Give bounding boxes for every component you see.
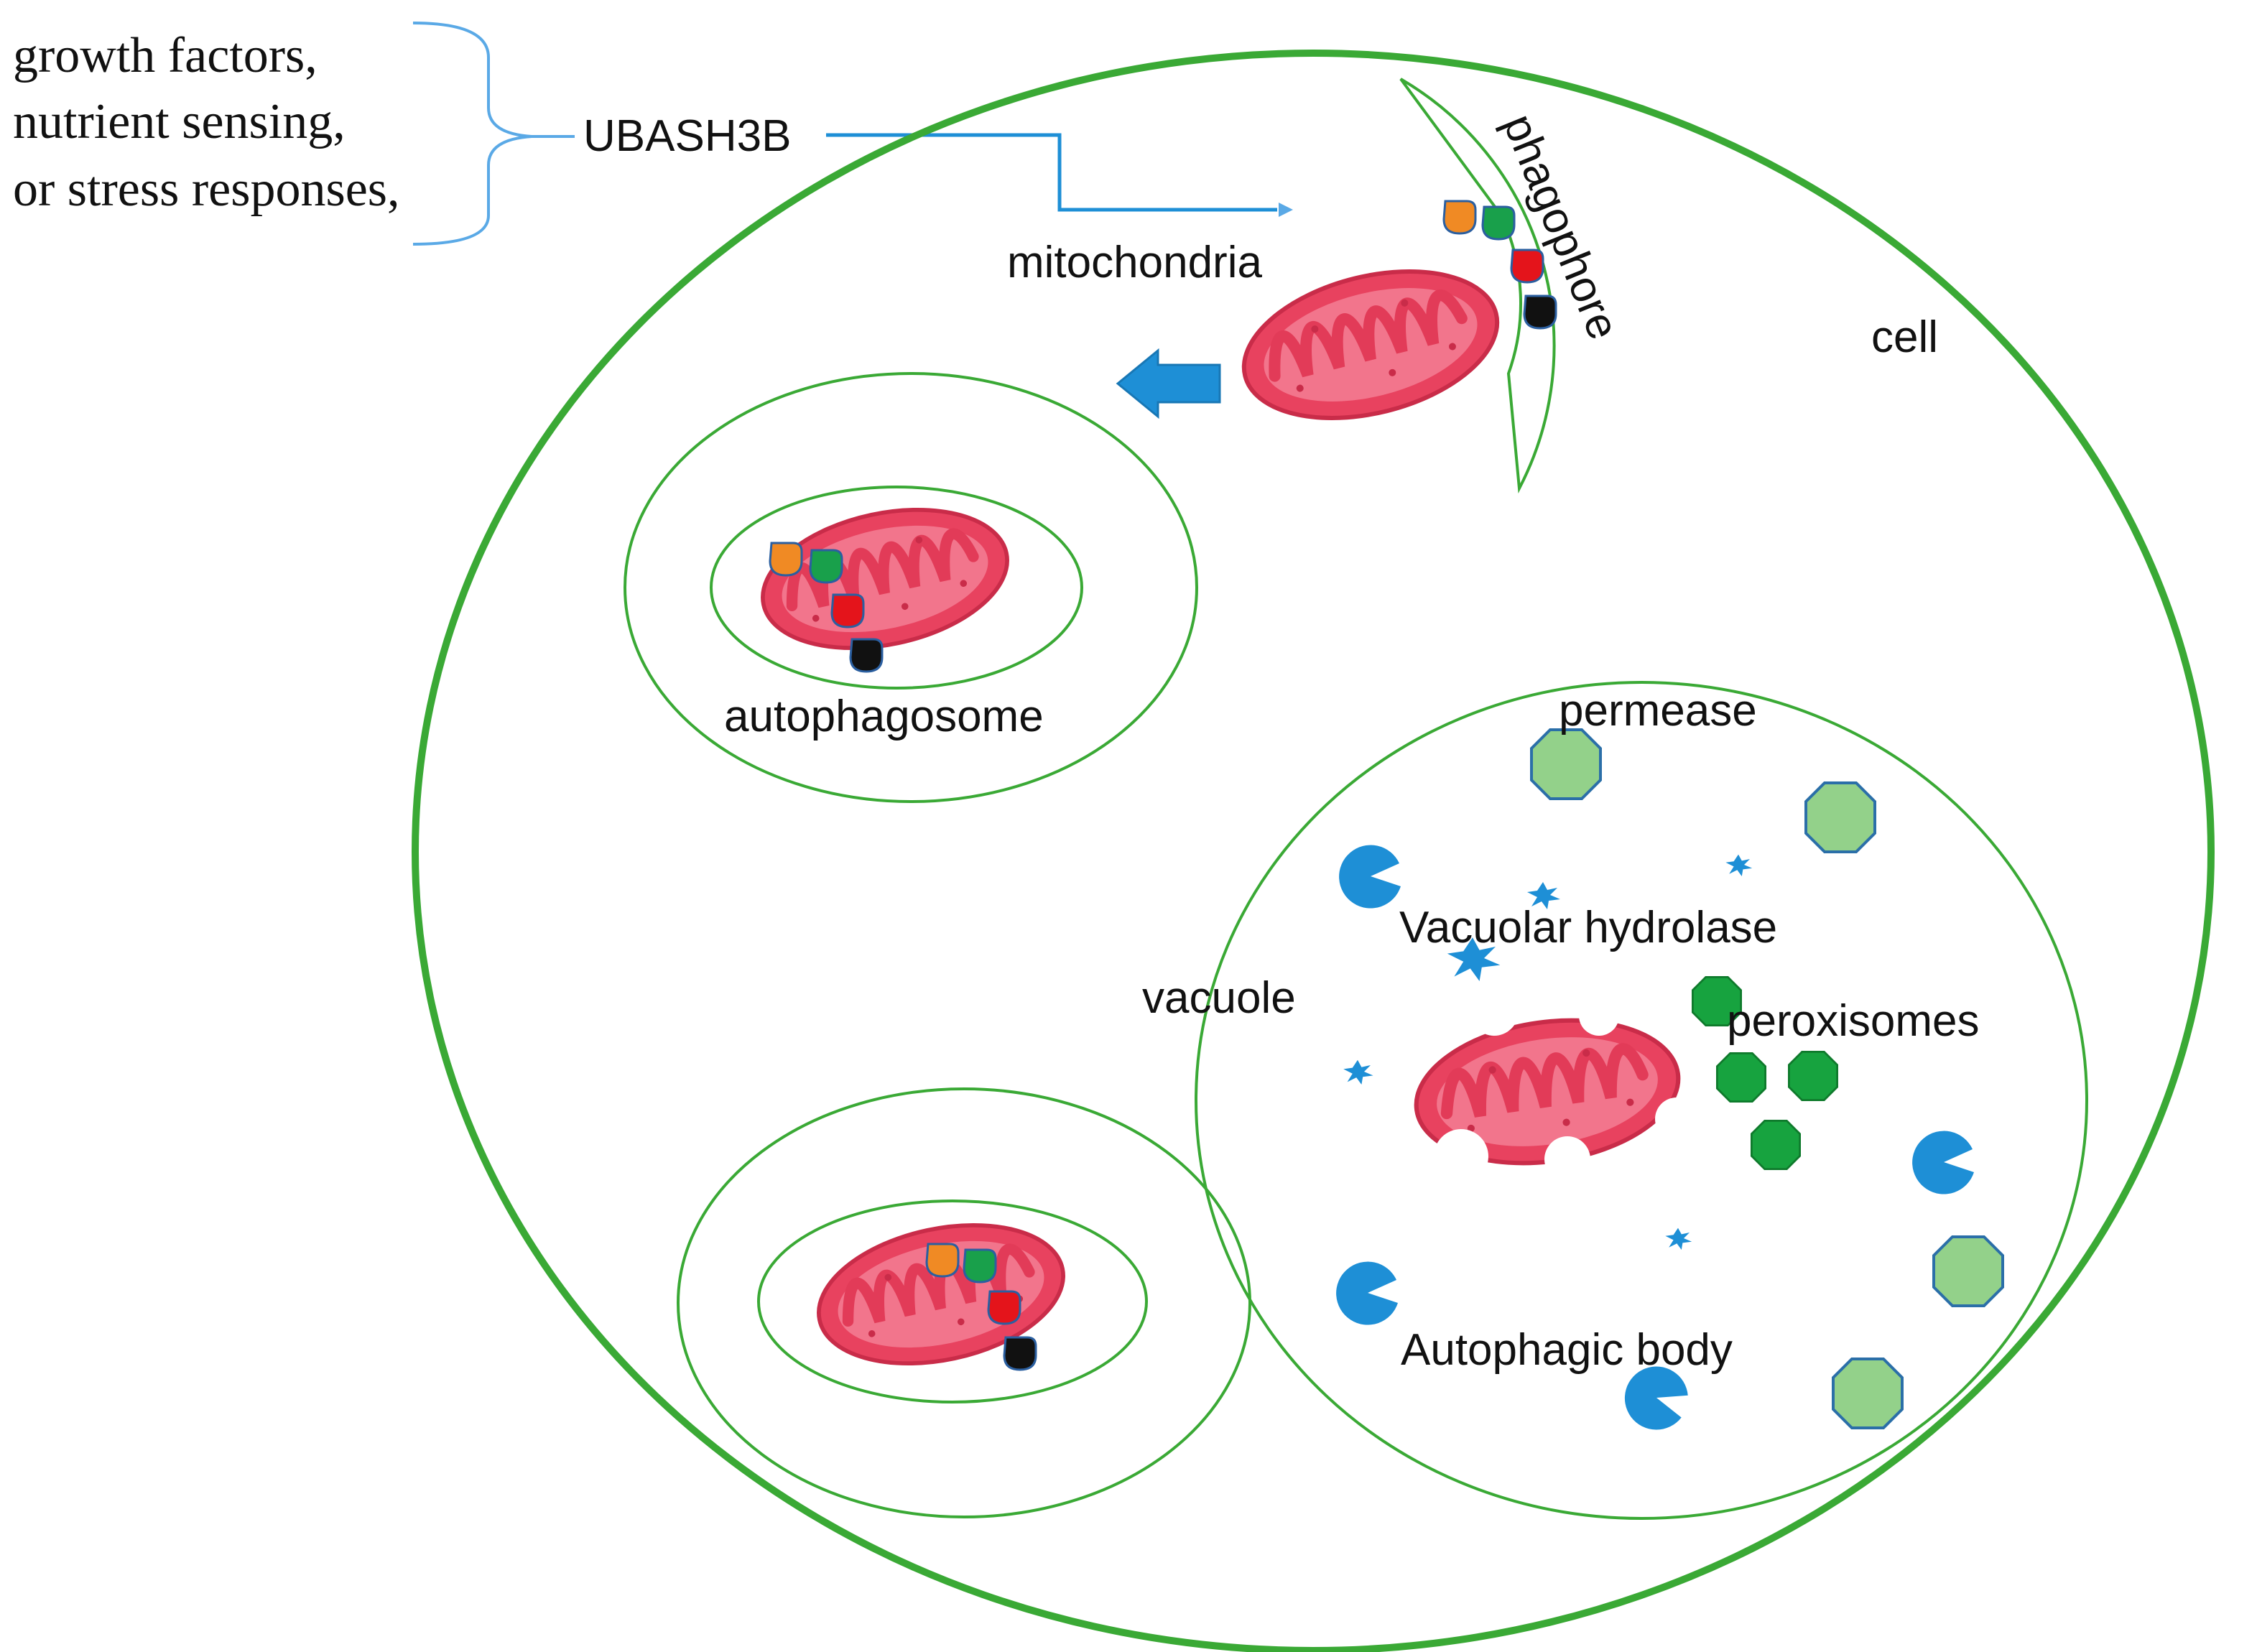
tag-orange	[1442, 200, 1477, 235]
hydrolase-fragment	[1665, 1228, 1692, 1250]
tag-green	[1481, 205, 1516, 241]
vacuole-membrane	[1195, 681, 2088, 1520]
permease	[1932, 1235, 2004, 1307]
phagophore	[1399, 78, 1556, 493]
block-arrow	[1116, 348, 1221, 419]
tag-orange	[769, 542, 803, 577]
autophagosome-inner-membrane	[710, 486, 1083, 690]
peroxisomes-label: peroxisomes	[1727, 996, 1979, 1046]
degraded-mitochondrion	[1407, 987, 1698, 1184]
tag-orange	[925, 1243, 960, 1278]
vacuole-label: vacuole	[1142, 973, 1296, 1023]
autophagic-body-label: Autophagic body	[1401, 1325, 1733, 1375]
tag-green	[963, 1248, 997, 1284]
hydrolase	[1339, 845, 1401, 909]
hydrolase	[1336, 1261, 1398, 1325]
cell-membrane	[412, 50, 2215, 1652]
autophagosome-outer-membrane	[624, 372, 1198, 803]
permease	[1530, 728, 1602, 800]
trigger-text-line1: growth factors,	[13, 28, 318, 83]
trigger-text-line2: nutrient sensing,	[13, 94, 346, 149]
mitochondrion-top	[1228, 247, 1512, 442]
peroxisome	[1715, 1052, 1767, 1103]
ubash3b-arrowhead	[1279, 203, 1293, 217]
ubash3b-arrow	[826, 133, 1277, 212]
permease	[1832, 1358, 1904, 1429]
hydrolase	[1912, 1131, 1974, 1194]
tag-green	[809, 549, 843, 584]
permease-label: permease	[1559, 686, 1757, 735]
autophagosome-lower-outer-membrane	[677, 1087, 1251, 1518]
tag-red	[1510, 249, 1544, 284]
permease	[1804, 781, 1876, 853]
hydrolase-fragment	[1725, 854, 1753, 876]
mitochondrion-autophagosome	[750, 489, 1020, 669]
ubash3b-label: UBASH3B	[583, 111, 791, 161]
peroxisome	[1787, 1051, 1839, 1101]
mitochondria-label: mitochondria	[1007, 238, 1262, 287]
trigger-text-line3: or stress responses,	[13, 162, 400, 217]
hydrolase-fragment	[1343, 1059, 1373, 1085]
curly-brace	[412, 22, 532, 246]
tag-red	[987, 1290, 1021, 1325]
cell-label: cell	[1871, 312, 1938, 362]
autophagosome-lower-inner-membrane	[757, 1199, 1148, 1403]
tag-black	[1003, 1336, 1037, 1371]
autophagosome-label: autophagosome	[724, 692, 1044, 741]
tag-black	[849, 638, 884, 673]
peroxisome	[1750, 1120, 1802, 1170]
tag-red	[830, 593, 865, 628]
tag-black	[1523, 294, 1557, 330]
vacuolar-hydrolase-label: Vacuolar hydrolase	[1399, 903, 1777, 952]
